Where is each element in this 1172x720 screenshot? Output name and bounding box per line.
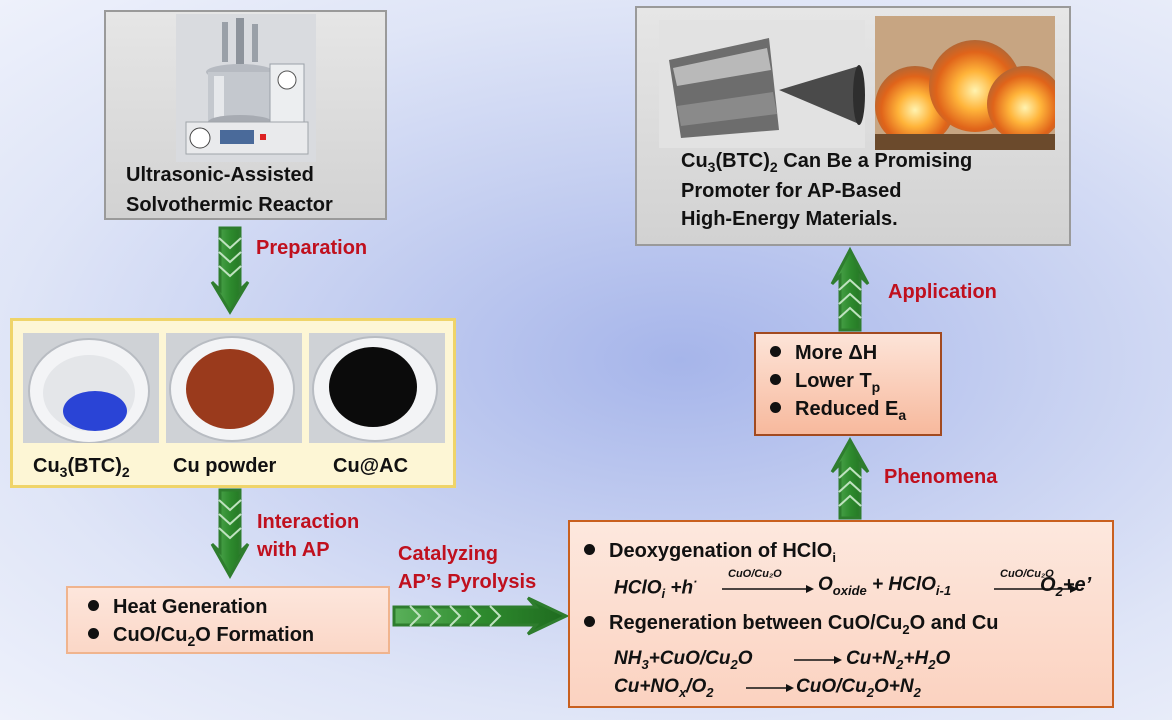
reaction-arrow-icon — [994, 585, 1078, 593]
bullet-icon — [770, 346, 781, 358]
bullet-icon — [584, 544, 595, 556]
bullet-icon — [88, 628, 99, 640]
application-text-line2: Promoter for AP-Based — [681, 180, 902, 202]
phenomena-box: More ΔH Lower Tp Reduced Ea — [754, 332, 942, 436]
phenomena-item-activation-energy: Reduced Ea — [770, 398, 906, 423]
phenomena-item-enthalpy: More ΔH — [770, 342, 877, 365]
equation-deoxygenation-products: Ooxide + HClOi-1 — [818, 574, 952, 598]
reaction-arrow-icon — [722, 585, 814, 593]
label-preparation: Preparation — [256, 237, 368, 259]
mechanism-title-deoxygenation: Deoxygenation of HClOi — [584, 540, 836, 565]
label-application: Application — [888, 281, 997, 303]
bullet-icon — [770, 374, 781, 386]
catalyst-label-1: CuO/Cu₂O — [728, 568, 782, 580]
bowl-photo-icon — [166, 333, 302, 443]
equation-regeneration-1-products: Cu+N2+H2O — [846, 648, 951, 672]
rocket-nozzle-photo-icon — [659, 20, 865, 148]
reactor-photo-icon — [176, 14, 316, 162]
equation-regeneration-1: NH3+CuO/Cu2O — [614, 648, 753, 672]
explosion-photo-icon — [875, 16, 1055, 150]
bowl-photo-icon — [23, 333, 159, 443]
effects-box: Heat Generation CuO/Cu2O Formation — [66, 586, 390, 654]
equation-deoxygenation: HClOi +h· — [614, 574, 698, 602]
down-arrow-interaction — [210, 488, 250, 580]
bullet-icon — [770, 402, 781, 414]
reactor-label-line2: Solvothermic Reactor — [126, 194, 333, 216]
bowl-photo-icon — [309, 333, 445, 443]
mechanism-title-regeneration: Regeneration between CuO/Cu2O and Cu — [584, 612, 999, 637]
samples-box: Cu3(BTC)2 Cu powder Cu@AC — [10, 318, 456, 488]
equation-regeneration-2-products: CuO/Cu2O+N2 — [796, 676, 921, 700]
up-arrow-application — [830, 246, 870, 332]
reaction-arrow-icon — [746, 684, 794, 692]
bullet-icon — [88, 600, 99, 612]
catalyst-label-2: CuO/Cu₂O — [1000, 568, 1054, 580]
equation-deoxygenation-final: O2+e’ — [1040, 574, 1092, 599]
up-arrow-phenomena — [830, 436, 870, 520]
bullet-icon — [584, 616, 595, 628]
label-phenomena: Phenomena — [884, 466, 998, 488]
sample-label-cu-powder: Cu powder — [173, 455, 277, 477]
mechanism-box: Deoxygenation of HClOi HClOi +h· CuO/Cu₂… — [568, 520, 1114, 708]
sample-label-cu3btc2: Cu3(BTC)2 — [33, 455, 130, 480]
reaction-arrow-icon — [794, 656, 842, 664]
sample-label-cu-ac: Cu@AC — [333, 455, 409, 477]
effect-item-cuo-formation: CuO/Cu2O Formation — [88, 624, 314, 649]
effect-item-heat: Heat Generation — [88, 596, 267, 619]
right-arrow-catalyzing — [392, 596, 570, 636]
application-box: Cu3(BTC)2 Can Be a Promising Promoter fo… — [635, 6, 1071, 246]
reactor-box: Ultrasonic-Assisted Solvothermic Reactor — [104, 10, 387, 220]
reactor-label-line1: Ultrasonic-Assisted — [126, 164, 314, 186]
label-interaction: Interaction with AP — [257, 511, 360, 561]
label-catalyzing: Catalyzing AP’s Pyrolysis — [398, 543, 537, 593]
application-text-line3: High-Energy Materials. — [681, 208, 898, 230]
equation-regeneration-2: Cu+NOx/O2 — [614, 676, 714, 700]
down-arrow-preparation — [210, 226, 250, 315]
phenomena-item-temperature: Lower Tp — [770, 370, 880, 395]
application-text-line1: Cu3(BTC)2 Can Be a Promising — [681, 150, 973, 175]
